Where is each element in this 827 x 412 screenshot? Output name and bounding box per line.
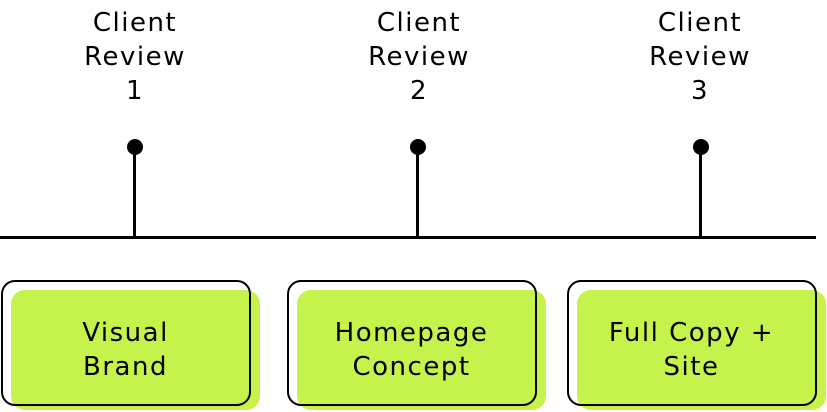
phase-box-2: Homepage Concept	[287, 290, 536, 410]
phase-fill-3	[577, 290, 826, 410]
milestone-line2: Review	[368, 42, 470, 72]
milestone-line2: Review	[84, 42, 186, 72]
milestone-line1: Client	[376, 8, 462, 38]
phase-line1: Full Copy +	[608, 318, 775, 348]
timeline-axis	[0, 236, 816, 239]
phase-line1: Visual	[82, 318, 169, 348]
phase-box-1: Visual Brand	[1, 290, 250, 410]
phase-line2: Site	[663, 352, 720, 382]
milestone-label-3: Client Review 3	[600, 6, 800, 108]
phase-outline-1	[1, 280, 251, 406]
phase-line2: Brand	[83, 352, 168, 382]
phase-fill-2	[297, 290, 546, 410]
phase-line1: Homepage	[334, 318, 489, 348]
milestone-number: 1	[125, 76, 145, 106]
milestone-stem-1	[133, 147, 136, 237]
milestone-line1: Client	[657, 8, 743, 38]
milestone-stem-2	[416, 147, 419, 237]
milestone-line1: Client	[92, 8, 178, 38]
milestone-number: 3	[690, 76, 710, 106]
phase-line2: Concept	[352, 352, 471, 382]
milestone-stem-3	[699, 147, 702, 237]
milestone-label-2: Client Review 2	[319, 6, 519, 108]
milestone-line2: Review	[649, 42, 751, 72]
milestone-label-1: Client Review 1	[35, 6, 235, 108]
milestone-number: 2	[409, 76, 429, 106]
phase-outline-2	[287, 280, 537, 406]
phase-outline-3	[567, 280, 817, 406]
phase-fill-1	[11, 290, 260, 410]
phase-box-3: Full Copy + Site	[567, 290, 816, 410]
